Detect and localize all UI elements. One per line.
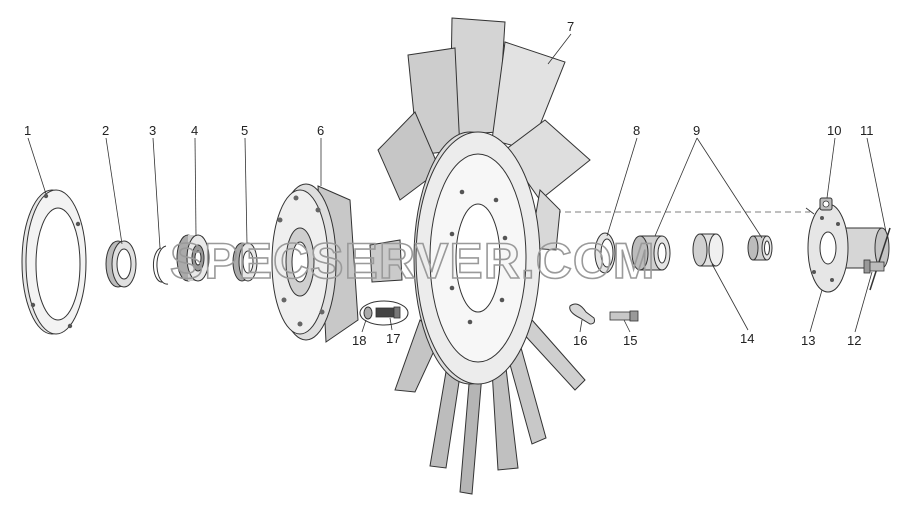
callout-4: 4 [191,123,198,138]
callout-1: 1 [24,123,31,138]
part-6-hub [271,183,359,343]
part-11-pin [869,227,891,291]
callout-17: 17 [386,331,400,346]
callout-13: 13 [801,333,815,348]
part-3-circlip [152,245,169,285]
part-4-bearing [176,234,210,282]
callout-6: 6 [317,123,324,138]
callout-5: 5 [241,123,248,138]
part-10-nut [805,197,833,215]
part-5-bearing [232,242,258,282]
part-17-18-bolt-washer [359,300,409,326]
part-15-bolt [609,310,639,322]
watermark: SPECSERVER.COM [170,233,655,289]
callout-10: 10 [827,123,841,138]
callout-15: 15 [623,333,637,348]
part-2-seal [105,240,137,288]
callout-12: 12 [847,333,861,348]
callout-9: 9 [693,123,700,138]
leader-lines [27,33,887,333]
callout-2: 2 [102,123,109,138]
part-7-fan [369,17,591,495]
callout-18: 18 [352,333,366,348]
part-13-flange [807,203,890,293]
part-14-sleeve [692,233,724,267]
part-9-bushing-small [747,235,773,261]
callout-3: 3 [149,123,156,138]
callout-16: 16 [573,333,587,348]
part-16-lock-plate [569,303,595,325]
part-12-bolt [863,259,885,274]
callout-8: 8 [633,123,640,138]
part-1-cover-ring [21,189,87,335]
callouts: 1 2 3 4 5 6 7 8 9 10 11 12 13 14 15 16 1… [24,19,874,348]
part-8-washer [594,232,616,274]
callout-11: 11 [860,123,874,138]
part-9-bushing-large [631,235,671,271]
callout-14: 14 [740,331,754,346]
callout-7: 7 [567,19,574,34]
